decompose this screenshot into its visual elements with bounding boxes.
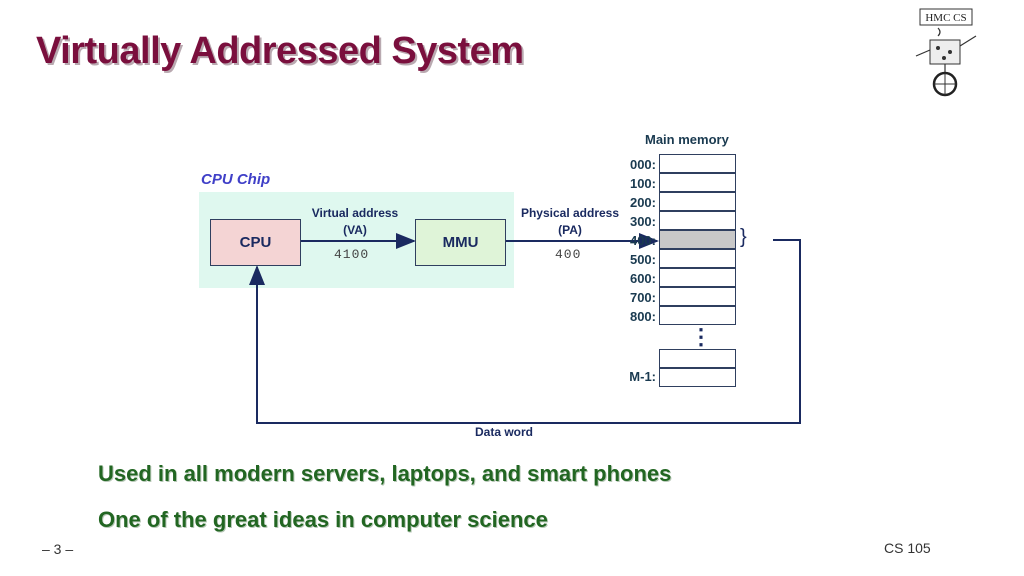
memory-cell [659, 154, 736, 173]
bullet-1: Used in all modern servers, laptops, and… [98, 461, 672, 486]
memory-address: 600: [629, 271, 656, 286]
bullet-2: One of the great ideas in computer scien… [98, 507, 548, 532]
memory-address: 300: [629, 214, 656, 229]
memory-address: 400: [629, 233, 656, 248]
slide-title: Virtually Addressed System [36, 30, 524, 72]
memory-cell [659, 192, 736, 211]
logo-text: HMC CS [925, 12, 966, 24]
memory-address: 000: [629, 157, 656, 172]
memory-cell [659, 287, 736, 306]
mmu-box: MMU [415, 219, 506, 266]
memory-cell [659, 268, 736, 287]
pa-label-line2: (PA) [558, 223, 582, 237]
memory-cell [659, 211, 736, 230]
course-label: CS 105 [884, 540, 931, 556]
main-memory-title: Main memory [645, 132, 729, 147]
pa-value: 400 [555, 247, 582, 262]
memory-cell [659, 368, 736, 387]
memory-cell [659, 349, 736, 368]
va-label: Virtual address (VA) [305, 205, 405, 239]
memory-cell-highlighted [659, 230, 736, 249]
memory-cell [659, 249, 736, 268]
va-label-line2: (VA) [343, 223, 367, 237]
hmc-cs-logo: HMC CS [908, 6, 988, 100]
memory-address-last: M-1: [629, 369, 656, 384]
memory-address: 800: [629, 309, 656, 324]
va-label-line1: Virtual address [311, 206, 399, 220]
memory-address: 100: [629, 176, 656, 191]
data-word-label: Data word [474, 425, 533, 439]
cpu-chip-label: CPU Chip [201, 171, 271, 188]
pa-label-line1: Physical address [520, 206, 620, 220]
cpu-box: CPU [210, 219, 301, 266]
page-number: – 3 – [42, 541, 74, 557]
va-value: 4100 [334, 247, 370, 262]
memory-address: 500: [629, 252, 656, 267]
highlight-brace: } [740, 226, 747, 248]
memory-ellipsis: ⋮ [690, 324, 712, 349]
memory-cell [659, 173, 736, 192]
memory-cell [659, 306, 736, 325]
memory-address: 700: [629, 290, 656, 305]
data-word-path [249, 239, 801, 424]
pa-label: Physical address (PA) [517, 205, 623, 239]
memory-address: 200: [629, 195, 656, 210]
